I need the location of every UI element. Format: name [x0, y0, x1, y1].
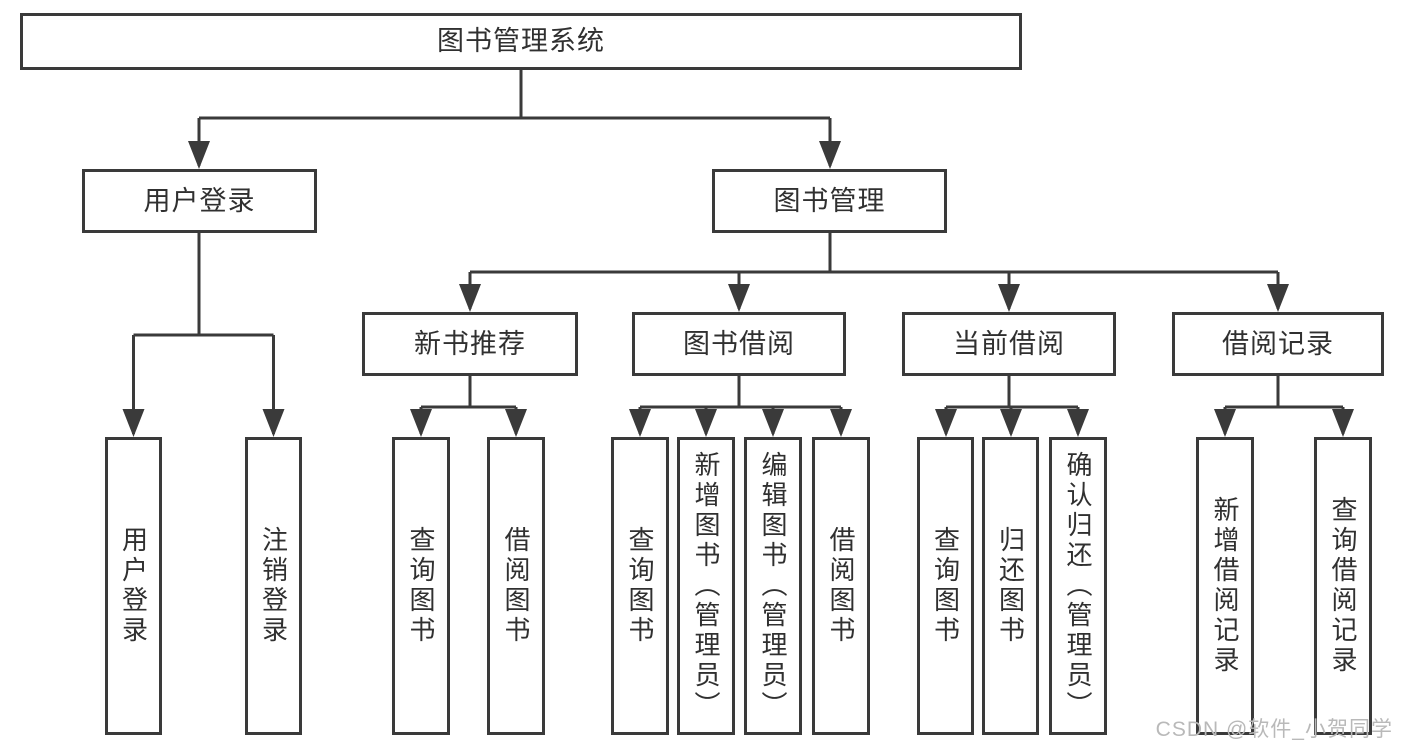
node-bb-borrow-books: 借阅图书 — [812, 437, 870, 735]
connector-book-management-children — [468, 233, 1280, 309]
node-new-book-recommendation: 新书推荐 — [362, 312, 578, 376]
node-cb-query-books: 查询图书 — [917, 437, 974, 735]
connector-book-borrowing-children — [638, 376, 843, 434]
node-logout-action: 注销登录 — [245, 437, 302, 735]
csdn-watermark: CSDN @软件_小贺同学 — [1155, 718, 1393, 741]
connector-user-login-children — [132, 233, 275, 434]
node-br-add-borrow-record: 新增借阅记录 — [1196, 437, 1254, 735]
node-current-borrowing: 当前借阅 — [902, 312, 1116, 376]
node-cb-return-books: 归还图书 — [982, 437, 1039, 735]
node-book-management: 图书管理 — [712, 169, 947, 233]
node-borrowing-records: 借阅记录 — [1172, 312, 1384, 376]
node-br-query-borrow-record: 查询借阅记录 — [1314, 437, 1372, 735]
node-user-login: 用户登录 — [82, 169, 317, 233]
node-nbr-borrow-books: 借阅图书 — [487, 437, 545, 735]
node-nbr-query-books: 查询图书 — [392, 437, 450, 735]
node-bb-edit-books-admin: 编辑图书（管理员） — [744, 437, 802, 735]
arrowhead-icons — [122, 141, 1354, 437]
node-bb-add-books-admin: 新增图书（管理员） — [677, 437, 735, 735]
node-library-management-system: 图书管理系统 — [20, 13, 1022, 70]
node-book-borrowing: 图书借阅 — [632, 312, 846, 376]
node-bb-query-books: 查询图书 — [611, 437, 669, 735]
connector-new-book-recommendation-children — [419, 376, 518, 434]
node-cb-confirm-return-admin: 确认归还（管理员） — [1049, 437, 1107, 735]
node-user-login-action: 用户登录 — [105, 437, 162, 735]
connector-borrowing-records-children — [1223, 376, 1345, 434]
connector-root-to-level2 — [197, 70, 832, 166]
